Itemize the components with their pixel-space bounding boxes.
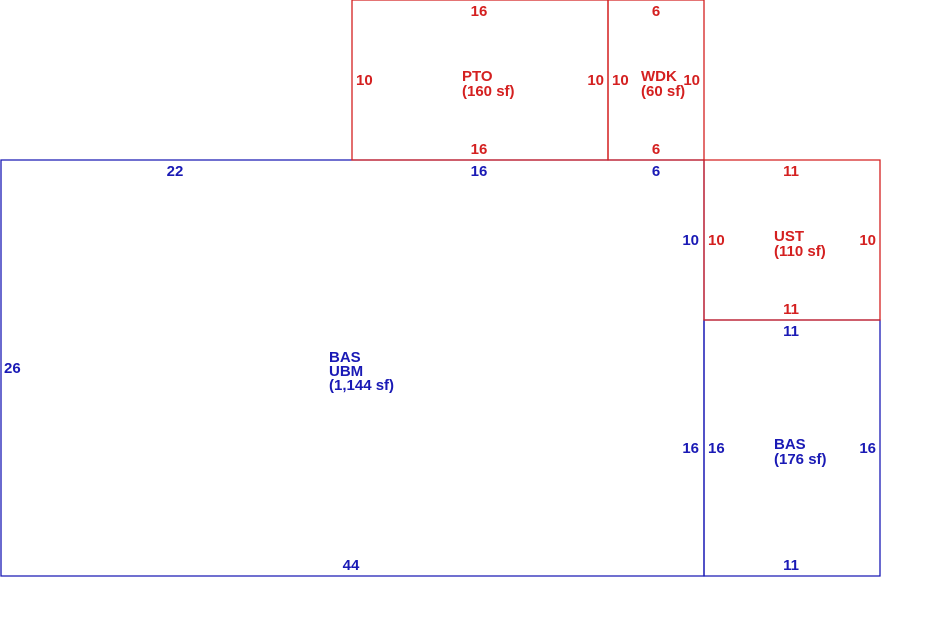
pto-dim-right: 10 — [587, 72, 604, 89]
bas-small-dim-left: 16 — [708, 440, 725, 457]
bas-small-label-1: BAS — [774, 436, 806, 453]
bas-small-label-2: (176 sf) — [774, 451, 827, 468]
bas-ubm-dim-top-a: 22 — [167, 163, 184, 180]
bas-ubm-dim-bottom: 44 — [343, 557, 360, 574]
wdk-dim-top: 6 — [652, 3, 660, 20]
bas-ubm-dim-left: 26 — [4, 360, 21, 377]
pto-label-2: (160 sf) — [462, 83, 515, 100]
bas-ubm-label-1: BAS — [329, 349, 361, 366]
bas-ubm-label-2: UBM — [329, 363, 363, 380]
pto-dim-left: 10 — [356, 72, 373, 89]
bas-ubm-dim-top-b: 16 — [471, 163, 488, 180]
area-ust: 11 11 10 10 UST (110 sf) — [703, 159, 881, 321]
bas-small-dim-bottom: 11 — [783, 557, 799, 574]
wdk-dim-bottom: 6 — [652, 141, 660, 158]
ust-outline — [703, 159, 881, 321]
wdk-dim-left: 10 — [612, 72, 629, 89]
ust-dim-bottom: 11 — [783, 301, 799, 318]
bas-ubm-dim-right-b: 16 — [682, 440, 699, 457]
area-bas-ubm: 22 16 6 26 44 10 16 BAS UBM (1,144 sf) — [0, 159, 705, 577]
area-bas-small: 11 11 16 16 BAS (176 sf) — [703, 319, 881, 577]
ust-dim-left: 10 — [708, 232, 725, 249]
ust-dim-top: 11 — [783, 163, 799, 180]
pto-dim-top: 16 — [471, 3, 488, 20]
ust-label-1: UST — [774, 228, 804, 245]
bas-small-dim-top: 11 — [783, 323, 799, 340]
bas-small-dim-right: 16 — [859, 440, 876, 457]
wdk-dim-right: 10 — [683, 72, 700, 89]
bas-ubm-label-3: (1,144 sf) — [329, 377, 394, 394]
pto-dim-bottom: 16 — [471, 141, 488, 158]
ust-label-2: (110 sf) — [774, 243, 826, 260]
bas-ubm-dim-top-c: 6 — [652, 163, 660, 180]
pto-label-1: PTO — [462, 68, 493, 85]
wdk-label-2: (60 sf) — [641, 83, 685, 100]
ust-dim-right: 10 — [859, 232, 876, 249]
wdk-label-1: WDK — [641, 68, 677, 85]
area-pto: 16 16 10 10 PTO (160 sf) — [351, 0, 609, 161]
area-wdk: 6 6 10 10 WDK (60 sf) — [607, 0, 705, 161]
bas-ubm-dim-right-a: 10 — [682, 232, 699, 249]
